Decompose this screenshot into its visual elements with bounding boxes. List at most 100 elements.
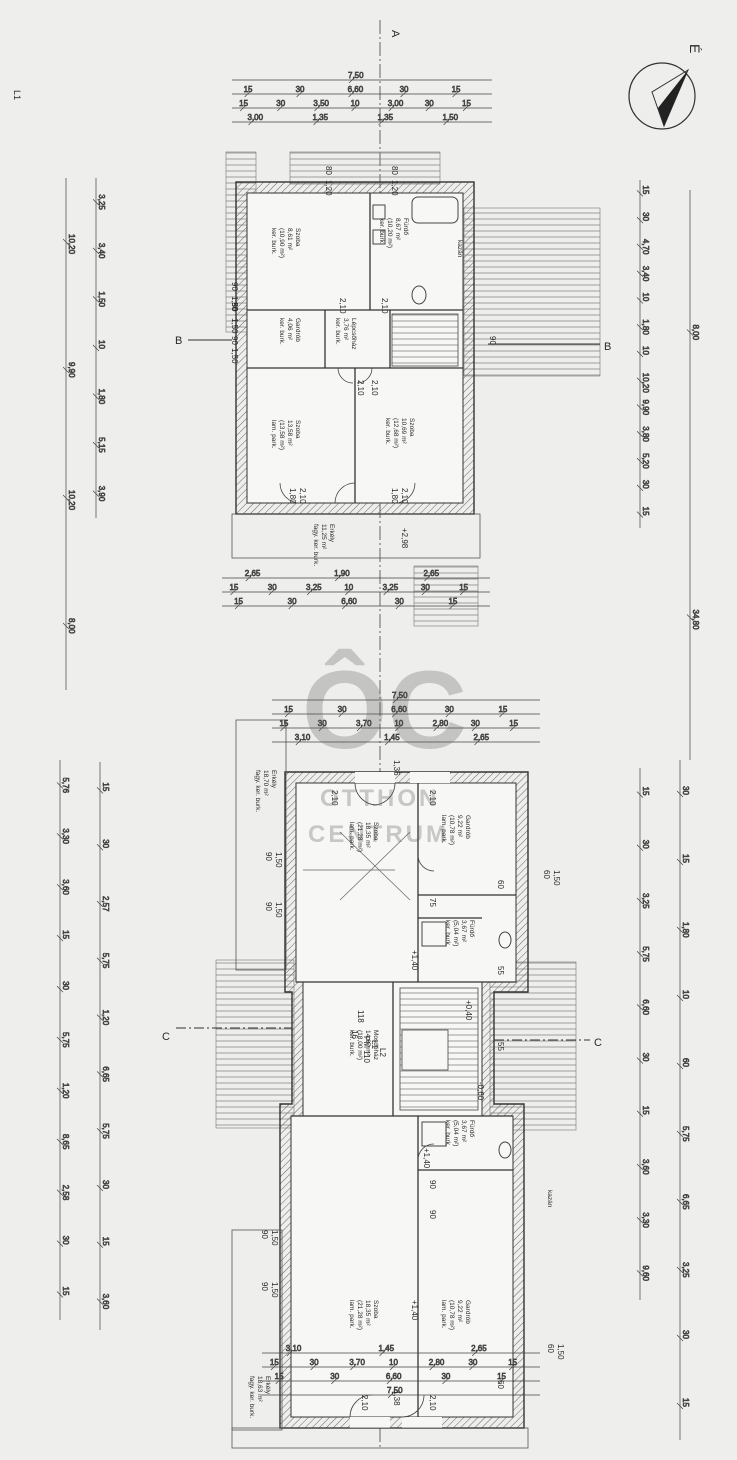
dim-label: 30 [471,719,480,728]
dim-label: 15 [509,719,518,728]
dim-label: 2,65 [423,569,439,578]
room-label: (13,58 m²) [278,420,285,450]
opening-label: 1,50 [556,1344,565,1360]
room-label: 3,67 m² [460,920,467,943]
room-label: ker. burk. [444,1120,451,1147]
dim-tick [56,782,64,789]
dim-tick [636,844,644,852]
dim-tick [286,1349,294,1357]
dim-label: 15 [498,705,507,714]
toilet-lower-2 [498,1141,512,1159]
opening-label: 80 [324,166,333,175]
dim-label: 30 [268,583,277,592]
dim-tick [248,118,255,126]
dim-label: 15 [244,85,253,94]
dim-tick [245,574,253,582]
dim-label: 1,50 [443,113,459,122]
dim-label: 5,75 [101,953,110,969]
room-label: lam. park. [440,815,447,844]
margin-label-l1: L1 [12,90,22,100]
dim-label: 6,60 [391,705,407,714]
dim-tick [459,588,467,596]
dim-tick [56,1036,64,1044]
dim-label: 10 [351,99,360,108]
dim-label: 15 [462,99,471,108]
dim-label: 30 [310,1358,319,1367]
dim-tick [636,190,644,197]
dim-tick [96,1298,104,1305]
svg-text:CENTRUM: CENTRUM [308,821,449,848]
dim-label: 15 [641,185,650,194]
dim-tick [636,1057,644,1064]
dim-label: 5,15 [97,437,106,453]
dim-tick [636,1163,644,1171]
opening-label: 1,20 [390,180,399,196]
dim-label: 1,45 [378,1344,394,1353]
dim-label: 15 [270,1358,279,1367]
dim-tick [239,104,247,112]
dim-label: 10,20 [67,234,76,255]
dim-tick [348,76,356,84]
dim-label: 8,65 [61,1134,70,1150]
room-label: (10,78 m²) [448,1300,455,1330]
dim-label: 9,60 [641,1265,650,1281]
dim-label: 5,75 [681,1126,690,1142]
dim-label: 3,00 [388,99,404,108]
dim-tick [350,1363,357,1371]
dim-tick [387,1391,395,1399]
stair-label: L2 [378,1048,387,1057]
room-label: (10,20 m²) [386,218,393,248]
dim-label: 15 [459,583,468,592]
dim-tick [424,574,431,582]
dim-tick [474,738,481,746]
dim-label: 1,35 [313,113,329,122]
room-label: 4,06 m² [286,318,293,341]
dim-tick [443,118,450,126]
dim-label: 3,90 [97,486,106,502]
opening-label: 1,36 [392,760,401,776]
dim-tick [445,710,453,718]
room-label: Erkély [270,770,277,789]
dim-label: 6,65 [681,1194,690,1210]
opening-label: 1,50 [274,902,283,918]
room-label: ker. burk. [348,1030,355,1057]
opening-label: 1,50 [230,296,239,312]
dim-label: 3,25 [306,583,322,592]
dim-tick [56,1240,64,1247]
dim-tick [452,90,459,98]
dim-tick [471,1349,479,1357]
stair-upper [391,313,459,367]
room-label: 9,22 m² [456,815,463,838]
dim-tick [392,710,399,718]
dim-tick [92,247,100,255]
dim-tick [62,238,70,246]
dim-label: 15 [101,782,110,791]
opening-label: 1,80 [288,488,297,504]
dim-label: 30 [641,212,650,221]
dim-label: 30 [641,480,650,489]
room-label: lam. park. [440,1300,447,1329]
dim-tick [351,104,358,112]
dim-label: 30 [641,1053,650,1062]
dim-label: 15 [641,787,650,796]
room-label: Szoba [408,418,415,437]
dim-label: 3,40 [97,243,106,259]
dim-tick [636,431,644,438]
dim-label: 2,80 [429,1358,445,1367]
dim-tick [433,724,440,732]
room-label: (21,28 m²) [356,822,363,852]
dim-label: 2,65 [245,569,261,578]
room-label: Szoba [294,228,301,247]
opening-label: 1,80 [390,488,399,504]
dim-tick [92,441,100,449]
opening-label: 2,10 [400,488,409,504]
dim-tick [96,900,104,908]
opening-label: 1,50 [270,1230,279,1246]
opening-label: 1,50 [230,318,239,334]
opening-label: 60 [496,1380,505,1389]
dim-tick [56,1138,64,1146]
section-c-marker: C C [162,1027,602,1049]
